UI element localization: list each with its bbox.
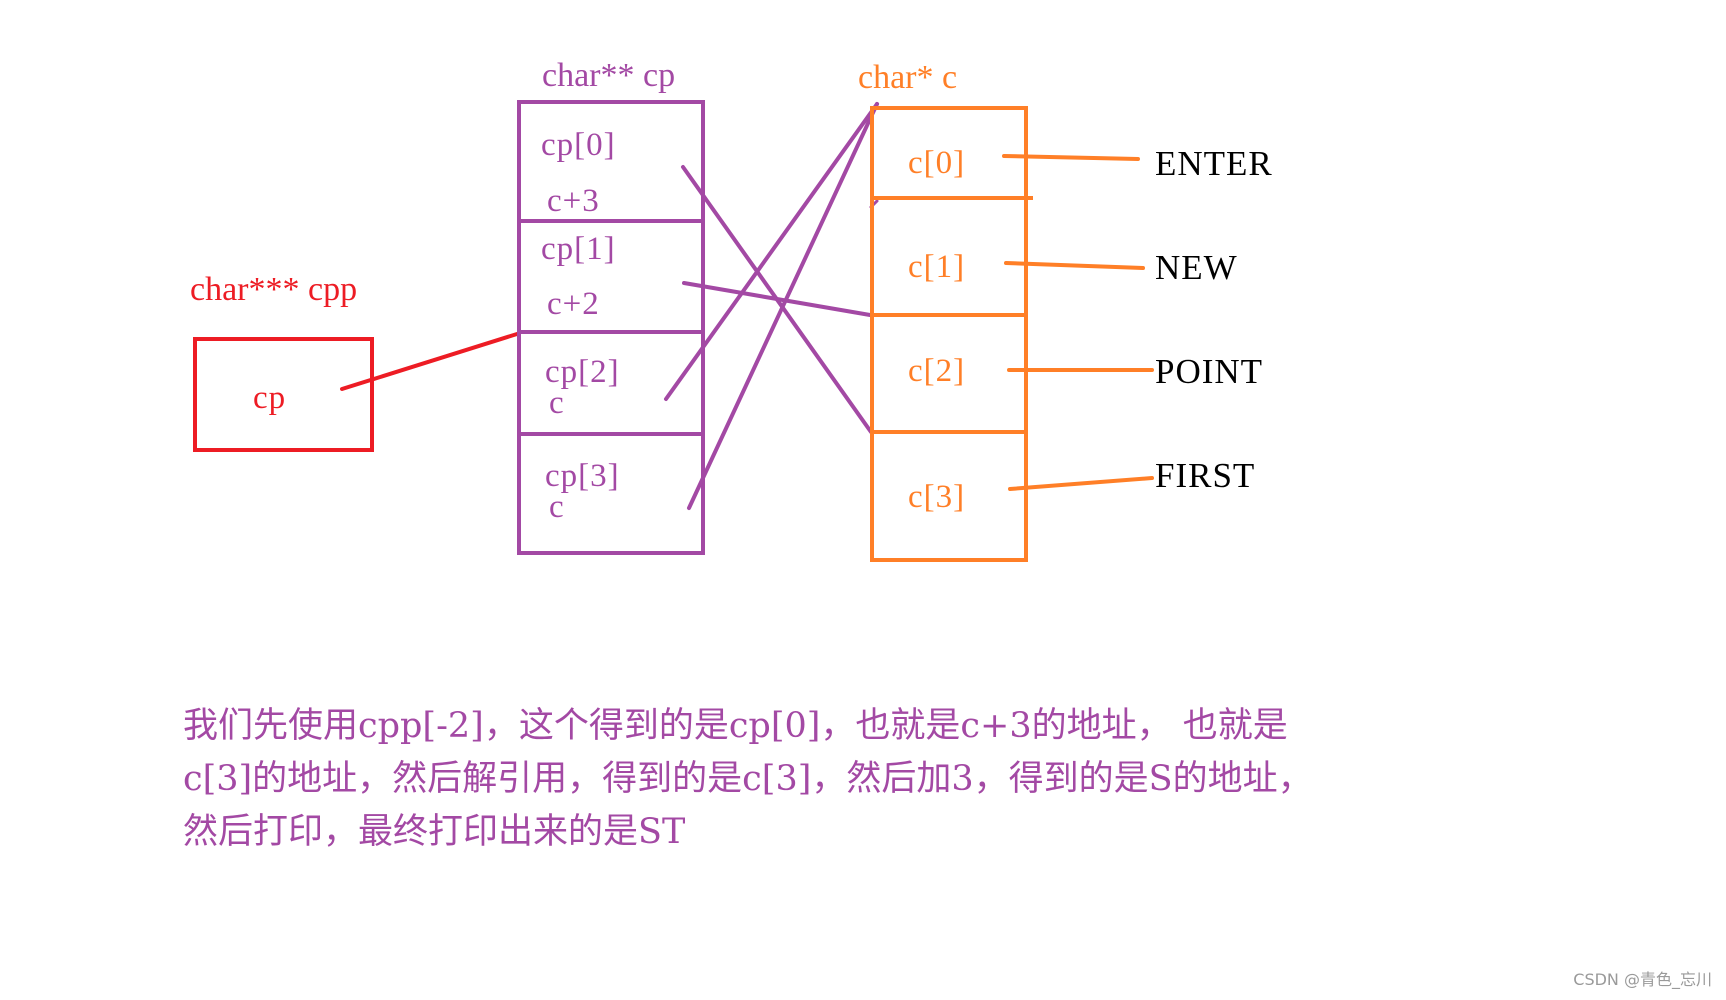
cp2-to-c0-arrow: [664, 102, 879, 401]
c3-to-string-arrow: [1008, 476, 1154, 491]
c1-to-string-arrow: [1004, 261, 1145, 270]
cpp-type-label: char*** cpp: [190, 271, 357, 308]
cp-cell-2: cp[2] c: [545, 354, 620, 421]
cp-cell-0: cp[0] c+3: [541, 127, 616, 219]
cp-cell-value: c+2: [547, 286, 600, 322]
cp-cell-name: cp[2]: [545, 354, 620, 390]
c-cell-1: c[1] NEW: [908, 248, 1238, 287]
cp1-to-c2-arrow: [682, 281, 872, 317]
string-literal: FIRST: [1155, 456, 1255, 495]
cp-cell-value: c: [549, 385, 565, 421]
cpp-cell-label: cp: [253, 380, 286, 416]
cp3-to-c0-arrow: [687, 102, 879, 510]
c-cell-name: c[2]: [908, 353, 965, 389]
watermark: CSDN @青色_忘川: [1573, 970, 1712, 989]
explanation-line: 我们先使用cpp[-2]，这个得到的是cp[0]，也就是c+3的地址， 也就是: [183, 706, 1288, 746]
cpp-box: [193, 337, 374, 452]
cp-cell-1: cp[1] c+2: [541, 231, 616, 322]
cp-cell-name: cp[3]: [545, 458, 620, 494]
c-cell-name: c[1]: [908, 249, 965, 285]
c-cell-name: c[0]: [908, 145, 965, 181]
cp-cell-3: cp[3] c: [545, 458, 620, 525]
explanation-line: c[3]的地址，然后解引用，得到的是c[3]，然后加3，得到的是S的地址，: [183, 759, 1313, 799]
c-cell-0: c[0] ENTER: [908, 144, 1273, 183]
string-literal: ENTER: [1155, 144, 1273, 183]
c-cell-name: c[3]: [908, 479, 965, 515]
string-literal: POINT: [1155, 352, 1263, 391]
c-type-label: char* c: [858, 59, 957, 96]
cp-type-label: char** cp: [542, 57, 675, 94]
c-cell-2: c[2] POINT: [908, 352, 1263, 391]
cp-cell-value: c+3: [547, 183, 600, 219]
cp-cell-name: cp[0]: [541, 127, 616, 163]
cp-array-box: [517, 100, 705, 555]
string-literal: NEW: [1155, 248, 1238, 287]
c0-to-string-arrow: [1002, 154, 1140, 161]
cpp-pointer-arrow: [340, 332, 519, 391]
c-array-box: [870, 106, 1028, 562]
cp-cell-name: cp[1]: [541, 231, 616, 267]
explanation-text: 我们先使用cpp[-2]，这个得到的是cp[0]，也就是c+3的地址， 也就是 …: [183, 700, 1533, 859]
c-cell-3: c[3] FIRST: [908, 456, 1255, 515]
explanation-line: 然后打印，最终打印出来的是ST: [183, 812, 686, 852]
cp-cell-value: c: [549, 489, 565, 525]
